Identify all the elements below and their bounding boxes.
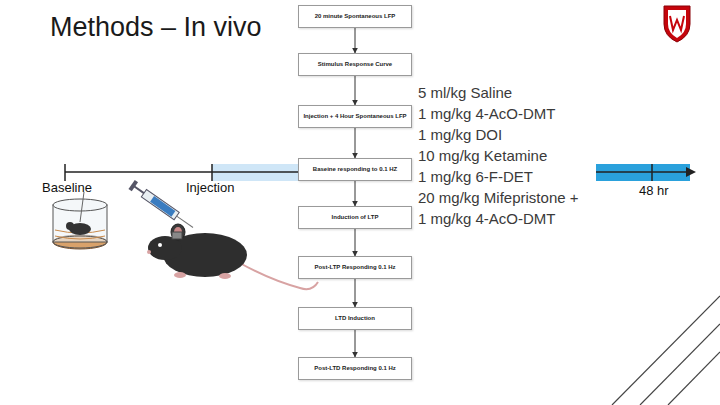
timeline — [596, 171, 688, 173]
flow-arrow — [355, 330, 356, 357]
box-label: Stimulus Response Curve — [318, 61, 392, 68]
mouse — [147, 224, 318, 289]
timeline-label: 48 hr — [639, 183, 669, 198]
timeline-tick — [64, 164, 66, 181]
treatment-label: 10 mg/kg Ketamine — [416, 147, 549, 164]
flow-arrow — [355, 128, 356, 158]
box-label: LTD Induction — [335, 315, 375, 322]
process-box: Stimulus Response Curve — [298, 53, 412, 76]
box-label: Injection + 4 Hour Spontaneous LFP — [303, 113, 406, 120]
box-label: Post-LTP Responding 0.1 Hz — [314, 264, 395, 271]
box-label: Post-LTD Responding 0.1 Hz — [314, 365, 396, 372]
flow-arrow — [355, 28, 356, 53]
timeline-tick — [211, 164, 213, 181]
treatment-label: 5 ml/kg Saline — [416, 84, 514, 101]
timeline-band — [596, 164, 690, 181]
flow-arrow — [355, 279, 356, 307]
treatment-label: 1 mg/kg DOI — [416, 126, 504, 143]
box-label: 20 minute Spontaneous LFP — [315, 13, 396, 20]
decorative-lines — [612, 296, 720, 405]
timeline-tick — [651, 164, 653, 181]
slide-title: Methods – In vivo — [50, 12, 262, 43]
box-label: Induction of LTP — [332, 214, 379, 221]
process-box: Injection + 4 Hour Spontaneous LFP — [298, 105, 412, 128]
flow-arrow — [355, 229, 356, 256]
process-box: Post-LTP Responding 0.1 Hz — [298, 256, 412, 279]
treatment-label: 1 mg/kg 6-F-DET — [416, 168, 535, 185]
process-box: 20 minute Spontaneous LFP — [298, 5, 412, 28]
treatment-label: 1 mg/kg 4-AcO-DMT — [416, 210, 558, 227]
timeline-label: Baseline — [42, 180, 92, 195]
process-box: Post-LTD Responding 0.1 Hz — [298, 357, 412, 380]
flow-arrow — [355, 181, 356, 206]
process-box: Baseine responding to 0.1 HZ — [298, 158, 412, 181]
timeline-arrowhead — [686, 167, 696, 177]
recording-cage — [53, 192, 107, 249]
process-box: LTD Induction — [298, 307, 412, 330]
timeline — [65, 171, 300, 173]
timeline-label: Injection — [186, 180, 234, 195]
university-crest — [664, 6, 690, 42]
flow-arrow — [355, 76, 356, 105]
process-box: Induction of LTP — [298, 206, 412, 229]
treatment-label: 20 mg/kg Mifepristone + — [416, 189, 581, 206]
treatment-label: 1 mg/kg 4-AcO-DMT — [416, 105, 558, 122]
box-label: Baseine responding to 0.1 HZ — [313, 166, 397, 173]
